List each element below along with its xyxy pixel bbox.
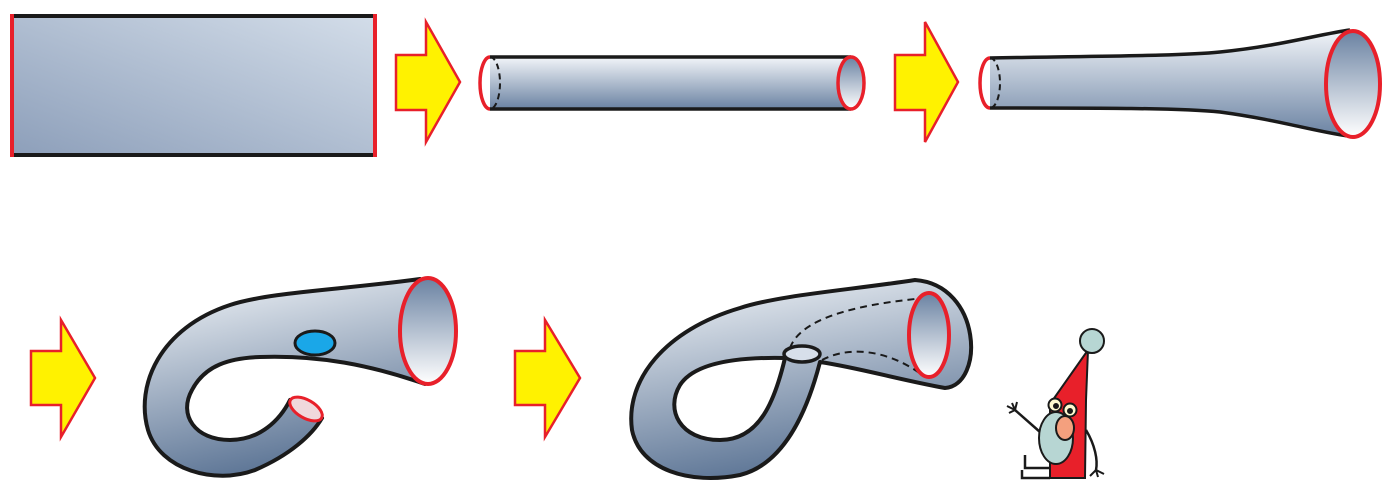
arrow-right-icon (394, 17, 462, 147)
arrow-right-icon (29, 315, 97, 442)
step-flared-tube (978, 28, 1382, 139)
step-cylinder (478, 55, 866, 111)
step-bent-tube (142, 276, 458, 478)
arrow-right-icon (893, 21, 960, 143)
gnome-figure (1006, 328, 1105, 480)
arrow-right-icon (513, 315, 582, 442)
step-rectangle (10, 14, 377, 157)
step-klein-bottle (629, 278, 974, 480)
hole (293, 329, 337, 357)
